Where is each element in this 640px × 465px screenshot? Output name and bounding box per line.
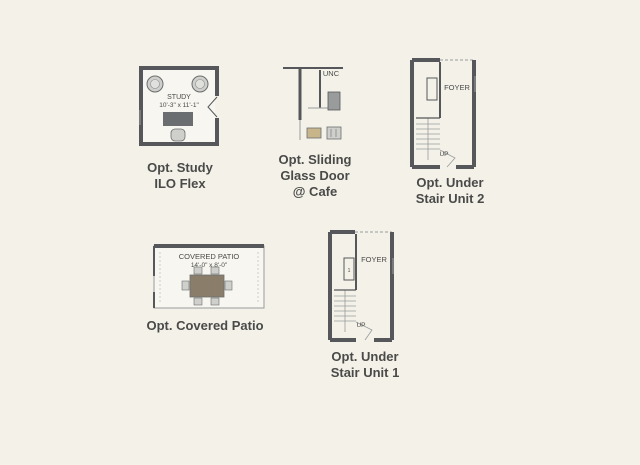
dining-chairs-icon [181, 266, 233, 306]
stair2-door-swing [439, 149, 456, 168]
stair1-treads [334, 289, 356, 332]
sliding-door-caption-line-3: @ Cafe [292, 184, 338, 199]
study-plan: STUDY 10'-3" x 11'-1" [139, 66, 221, 146]
sliding-door-caption: Opt. Sliding Glass Door @ Cafe [265, 152, 365, 200]
stair2-up-label: UP [439, 151, 448, 158]
dining-table-icon [189, 274, 225, 298]
stair1-closet [343, 257, 355, 281]
under-stair-2-caption-line-2: Stair Unit 2 [415, 191, 485, 206]
desk-chair-icon [170, 128, 186, 142]
study-opening [215, 96, 221, 118]
stair2-treads [416, 117, 440, 160]
study-room-label: STUDY [167, 94, 191, 101]
sliding-door-plan: UNC [283, 67, 343, 140]
desk-icon [163, 112, 193, 126]
stair1-up-label: UP [356, 322, 365, 329]
armchair-icon [191, 75, 209, 93]
sliding-door-caption-line-2: Glass Door [280, 168, 350, 183]
stair2-foyer-label: FOYER [444, 83, 470, 92]
covered-patio-plan: COVERED PATIO 14'-0" x 8'-0" [153, 244, 265, 309]
study-caption: Opt. Study ILO Flex [130, 160, 230, 192]
under-stair-1-caption-line-2: Stair Unit 1 [330, 365, 400, 380]
sliding-glass-door-icon [327, 91, 341, 111]
armchair-icon [146, 75, 164, 93]
covered-patio-caption-line-1: Opt. Covered Patio [146, 318, 264, 333]
svg-text:1: 1 [348, 268, 351, 274]
under-stair-2-plan: FOYER UP [410, 58, 476, 169]
unc-room-label: UNC [323, 69, 340, 78]
stair1-foyer-label: FOYER [361, 255, 387, 264]
study-dimensions: 10'-3" x 11'-1" [159, 102, 199, 109]
study-door-swing [207, 96, 218, 118]
covered-patio-caption: Opt. Covered Patio [130, 318, 280, 334]
study-caption-line-2: ILO Flex [154, 176, 206, 191]
under-stair-2-caption: Opt. Under Stair Unit 2 [395, 175, 505, 207]
under-stair-1-plan: 1 FOYER UP [328, 230, 394, 342]
sliding-door-caption-line-1: Opt. Sliding [278, 152, 352, 167]
stair1-door-swing [355, 321, 373, 341]
under-stair-2-caption-line-1: Opt. Under [416, 175, 484, 190]
stair2-closet [426, 77, 438, 101]
cabinet-icon [306, 127, 322, 139]
appliance-icon [326, 126, 342, 140]
study-caption-line-1: Opt. Study [147, 160, 213, 175]
patio-room-label: COVERED PATIO [179, 252, 240, 261]
patio-dimensions: 14'-0" x 8'-0" [191, 262, 228, 269]
under-stair-1-caption-line-1: Opt. Under [331, 349, 399, 364]
under-stair-1-caption: Opt. Under Stair Unit 1 [310, 349, 420, 381]
